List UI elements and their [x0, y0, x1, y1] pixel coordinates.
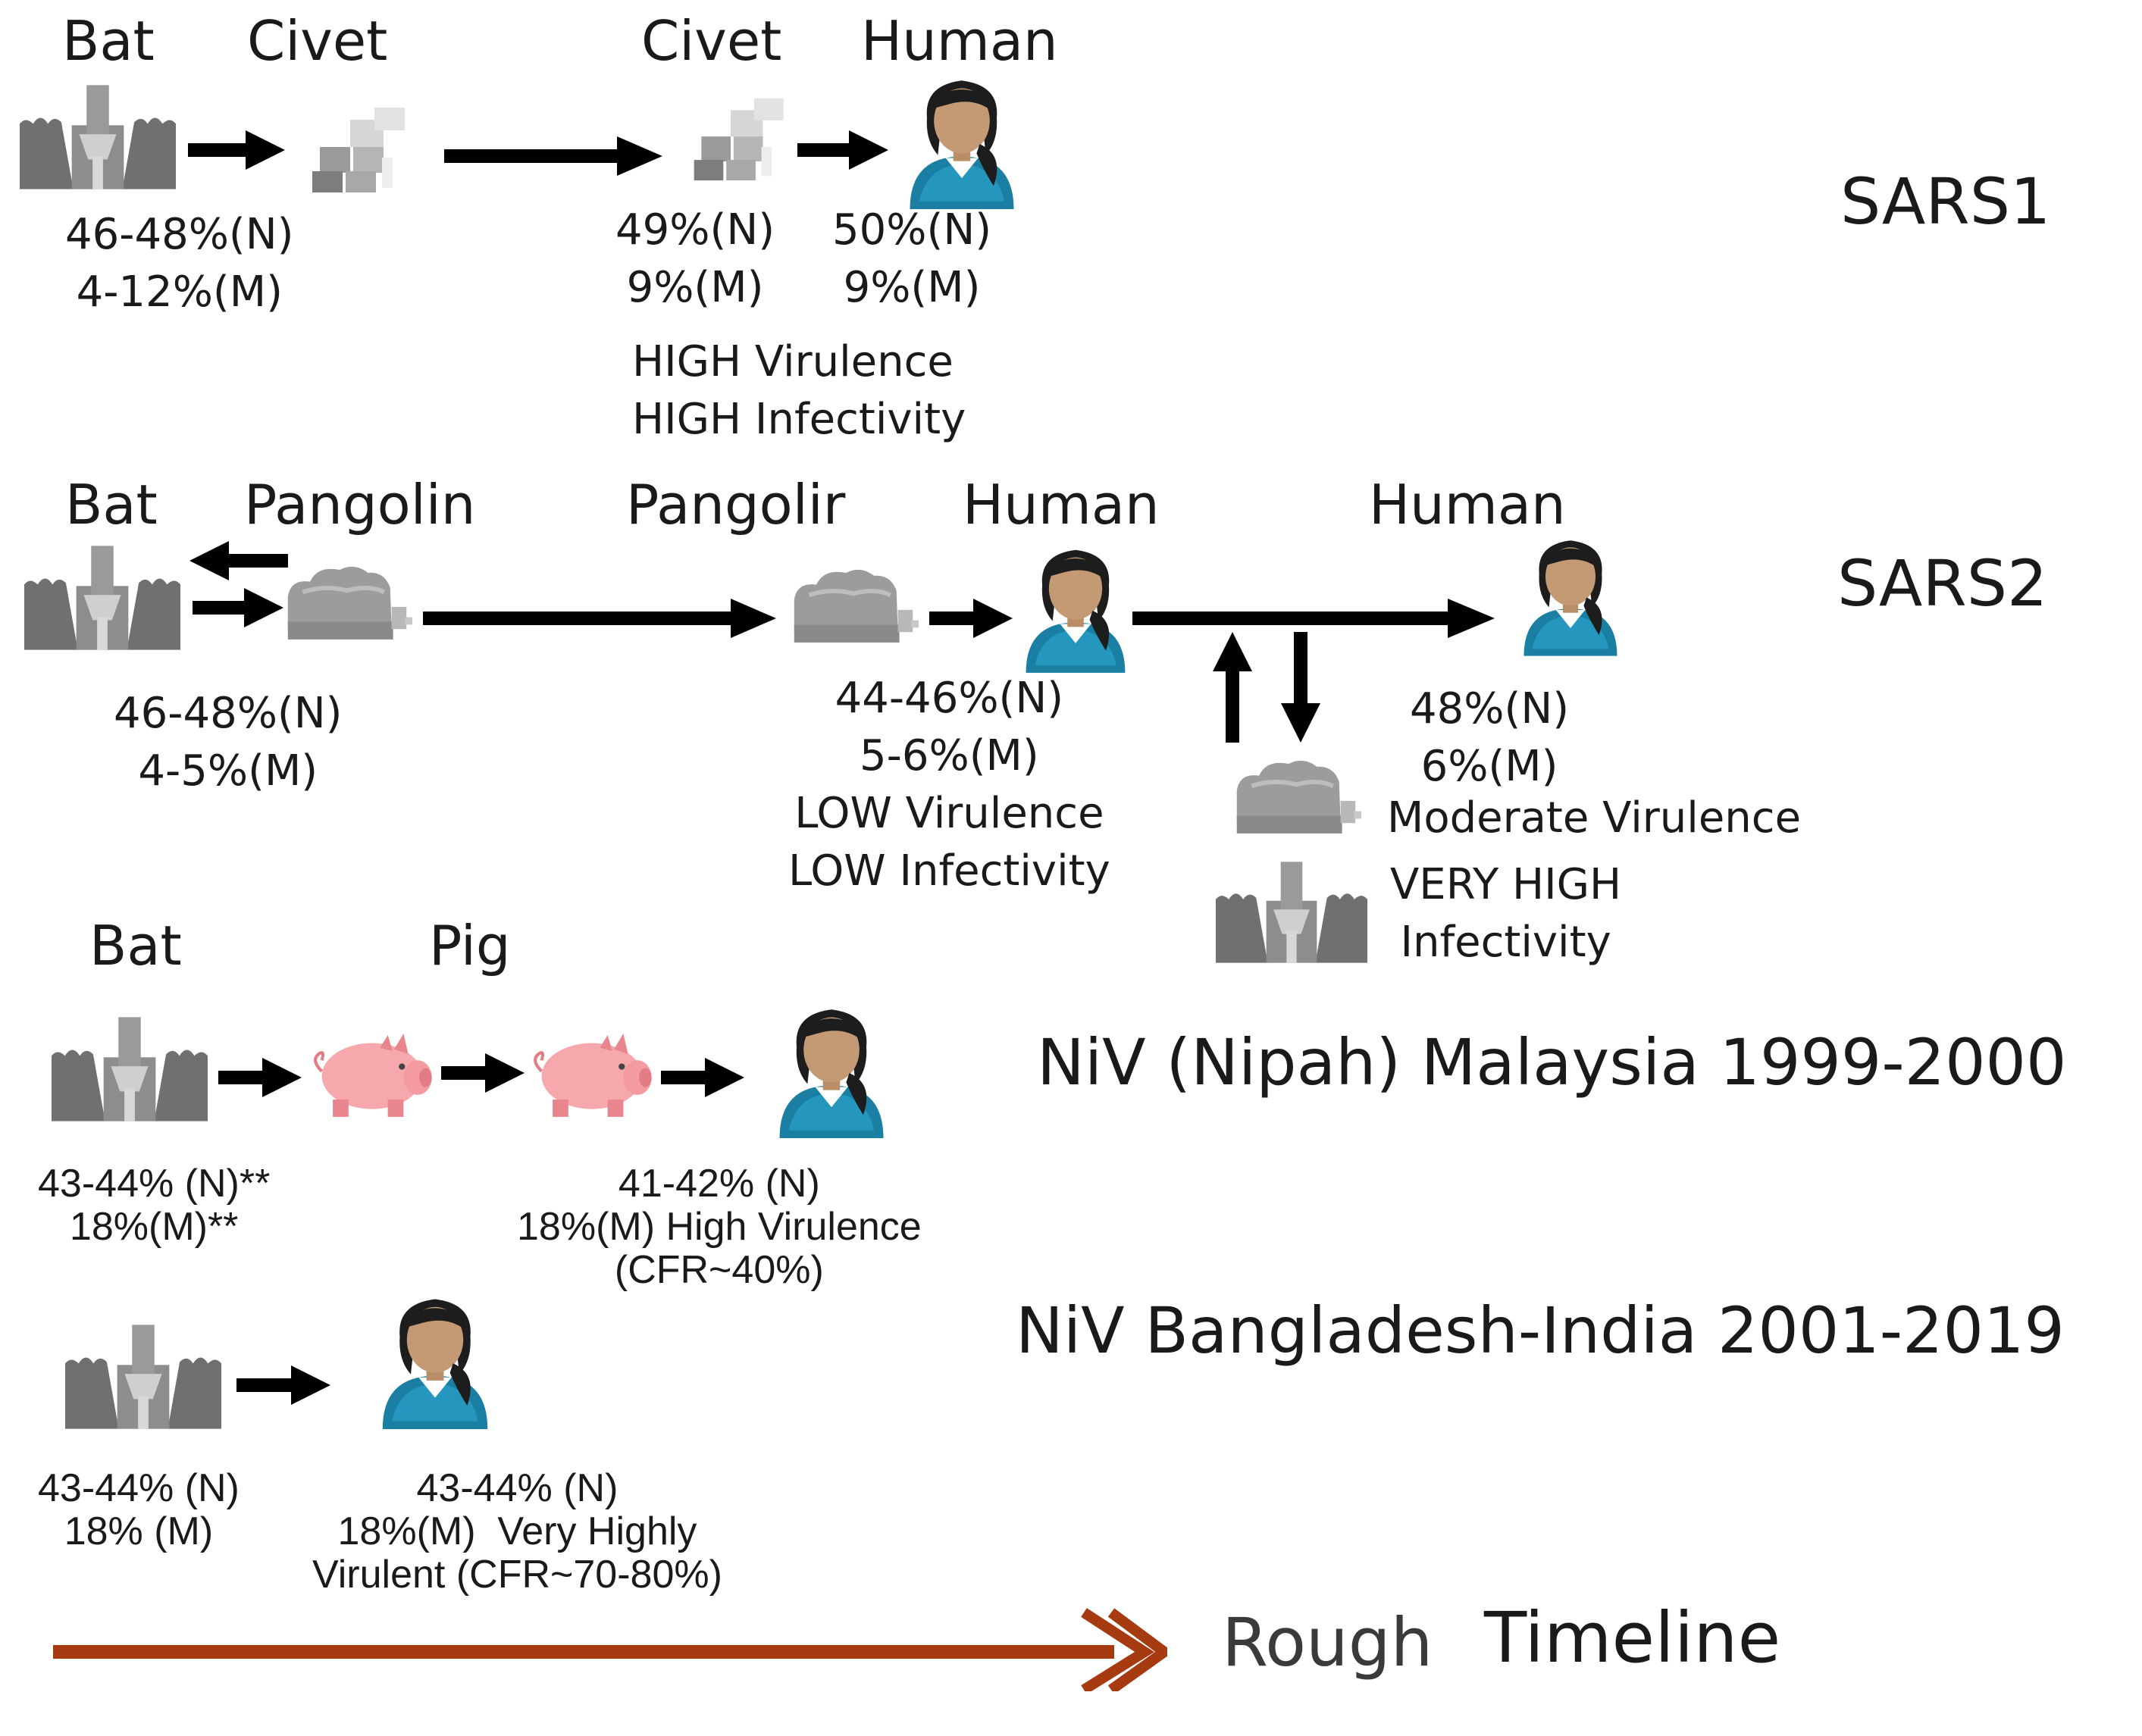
niv-bangladesh-bat-values: 43-44% (N) 18% (M)	[38, 1466, 240, 1554]
arrow-right	[188, 130, 285, 170]
sars1-label: SARS1	[1840, 164, 2051, 239]
niv-malaysia-label: NiV (Nipah) Malaysia 1999-2000	[1037, 1025, 2067, 1099]
pangolin-icon	[1229, 755, 1363, 840]
sars1-bat-values: 46-48%(N) 4-12%(M)	[65, 210, 294, 317]
sars1-notes: HIGH Virulence HIGH Infectivity	[632, 337, 966, 445]
niv-malaysia-head-bat: Bat	[89, 914, 182, 977]
sars2-head-bat: Bat	[65, 473, 158, 536]
human-icon	[1511, 530, 1630, 656]
sars2-human-values: 48%(N) 6%(M)	[1410, 684, 1570, 792]
bat-icon	[52, 1017, 208, 1121]
timeline-label-rough: Rough	[1222, 1603, 1433, 1681]
human-icon	[1013, 540, 1138, 673]
arrow-right	[236, 1365, 330, 1405]
arrow-up	[1213, 632, 1252, 743]
sars2-pangolin-values: 44-46%(N) 5-6%(M) LOW Virulence LOW Infe…	[788, 674, 1110, 896]
pig-icon	[531, 1032, 656, 1118]
niv-malaysia-head-pig: Pig	[429, 914, 511, 977]
arrow-right	[423, 599, 776, 638]
sars2-head-pangolin-2: Pangolir	[626, 473, 846, 536]
arrow-right	[797, 130, 888, 170]
sars2-label: SARS2	[1837, 546, 2048, 621]
niv-malaysia-pig-values: 41-42% (N) 18%(M) High Virulence (CFR~40…	[517, 1162, 922, 1293]
sars2-very-high-infectivity: VERY HIGH Infectivity	[1390, 860, 1622, 968]
niv-bangladesh-label: NiV Bangladesh-India 2001-2019	[1016, 1293, 2065, 1368]
arrow-down	[1281, 632, 1320, 743]
pangolin-icon	[280, 562, 414, 644]
niv-malaysia-bat-values: 43-44% (N)** 18%(M)**	[38, 1162, 271, 1250]
sars1-civet-values: 49%(N) 9%(M)	[615, 205, 775, 313]
bat-icon	[24, 546, 180, 650]
sars1-head-human: Human	[861, 9, 1058, 73]
arrow-left	[189, 541, 288, 580]
civet-icon	[670, 95, 791, 183]
arrow-right	[193, 588, 283, 627]
bat-icon	[65, 1325, 221, 1429]
sars1-human-values: 50%(N) 9%(M)	[832, 205, 992, 313]
civet-icon	[283, 105, 417, 195]
arrow-right	[661, 1058, 744, 1097]
timeline-arrow	[53, 1608, 1167, 1691]
bat-icon	[1216, 861, 1367, 964]
timeline-label-timeline: Timeline	[1484, 1597, 1781, 1678]
arrow-right	[929, 599, 1013, 638]
human-icon	[766, 999, 897, 1138]
sars1-head-bat: Bat	[62, 9, 155, 73]
human-icon	[368, 1288, 502, 1429]
pangolin-icon	[787, 565, 920, 647]
sars2-head-pangolin: Pangolin	[244, 473, 476, 536]
pig-icon	[311, 1032, 437, 1118]
sars2-head-human: Human	[963, 473, 1160, 536]
niv-bangladesh-human-values: 43-44% (N) 18%(M) Very Highly Virulent (…	[312, 1466, 722, 1597]
sars2-moderate-virulence: Moderate Virulence	[1387, 793, 1802, 843]
sars2-bat-values: 46-48%(N) 4-5%(M)	[114, 689, 343, 796]
arrow-right	[444, 136, 662, 176]
sars1-head-civet-2: Civet	[641, 9, 782, 73]
sars2-head-human-2: Human	[1369, 473, 1566, 536]
arrow-right	[441, 1053, 525, 1093]
arrow-right	[218, 1058, 302, 1097]
arrow-right	[1132, 599, 1495, 638]
human-icon	[894, 70, 1029, 209]
sars1-head-civet: Civet	[247, 9, 388, 73]
bat-icon	[20, 85, 176, 189]
